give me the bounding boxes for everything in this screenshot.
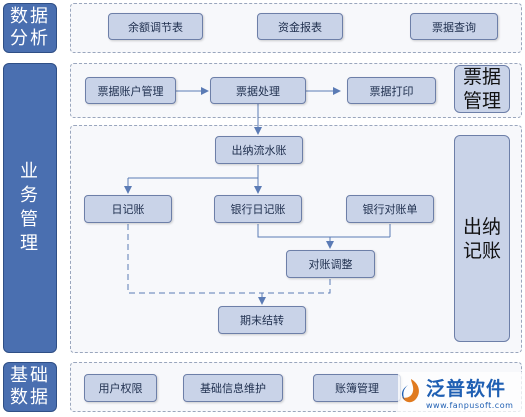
box-cashier-bookkeeping-label: 出纳 记账 bbox=[462, 215, 501, 262]
node-bill-print[interactable]: 票据打印 bbox=[347, 77, 436, 104]
node-bill-account[interactable]: 票据账户管理 bbox=[85, 77, 176, 104]
arrow-bank-daily-to-reconcile bbox=[257, 224, 334, 249]
section-basic-label: 基础 数据 bbox=[10, 365, 50, 408]
node-daily-journal[interactable]: 日记账 bbox=[84, 195, 172, 223]
section-analysis-label: 数据 分析 bbox=[10, 6, 50, 49]
node-reconcile[interactable]: 对账调整 bbox=[286, 250, 375, 278]
node-bank-daily-label: 银行日记账 bbox=[230, 203, 286, 216]
node-fund-report[interactable]: 资金报表 bbox=[257, 13, 343, 40]
node-ledger-management[interactable]: 账簿管理 bbox=[313, 374, 401, 402]
node-bank-statement-label: 银行对账单 bbox=[362, 203, 418, 216]
node-cashier-journal-label: 出纳流水账 bbox=[231, 144, 287, 157]
section-business-label: 业 务 管 理 bbox=[20, 161, 40, 254]
node-ledger-management-label: 账簿管理 bbox=[335, 382, 379, 395]
section-analysis: 数据 分析 bbox=[3, 3, 57, 53]
node-user-permissions[interactable]: 用户权限 bbox=[84, 374, 157, 402]
node-bill-print-label: 票据打印 bbox=[369, 84, 414, 98]
node-basic-info[interactable]: 基础信息维护 bbox=[183, 374, 283, 402]
node-bank-daily[interactable]: 银行日记账 bbox=[214, 195, 302, 223]
node-bill-account-label: 票据账户管理 bbox=[97, 84, 164, 98]
logo-mark-icon bbox=[401, 379, 419, 403]
node-bill-process-label: 票据处理 bbox=[236, 84, 280, 98]
node-user-permissions-label: 用户权限 bbox=[98, 382, 143, 395]
node-period-end[interactable]: 期末结转 bbox=[218, 306, 306, 334]
node-bank-statement[interactable]: 银行对账单 bbox=[346, 195, 434, 223]
box-cashier-bookkeeping: 出纳 记账 bbox=[454, 135, 510, 342]
box-bill-management-label: 票据 管理 bbox=[462, 66, 501, 112]
node-cashier-journal[interactable]: 出纳流水账 bbox=[215, 136, 303, 164]
node-bill-process[interactable]: 票据处理 bbox=[210, 77, 306, 104]
logo-url: www.fanpusoft.com bbox=[426, 401, 514, 410]
node-bill-query[interactable]: 票据查询 bbox=[410, 13, 498, 40]
node-basic-info-label: 基础信息维护 bbox=[200, 382, 266, 395]
node-fund-report-label: 资金报表 bbox=[278, 20, 322, 34]
dashed-daily-to-period-end bbox=[127, 224, 262, 294]
node-bill-query-label: 票据查询 bbox=[432, 20, 476, 34]
node-balance-reconciliation[interactable]: 余额调节表 bbox=[108, 13, 203, 40]
node-balance-reconciliation-label: 余额调节表 bbox=[128, 20, 183, 34]
dashed-reconcile-to-period-end bbox=[262, 279, 331, 294]
section-business: 业 务 管 理 bbox=[3, 63, 57, 353]
node-daily-journal-label: 日记账 bbox=[111, 203, 145, 216]
node-reconcile-label: 对账调整 bbox=[308, 258, 353, 271]
box-bill-management: 票据 管理 bbox=[454, 65, 510, 113]
logo-name: 泛普软件 bbox=[426, 378, 507, 400]
node-period-end-label: 期末结转 bbox=[240, 314, 284, 327]
section-basic: 基础 数据 bbox=[3, 362, 57, 412]
brand-logo: 泛普软件 www.fanpusoft.com bbox=[398, 372, 522, 412]
